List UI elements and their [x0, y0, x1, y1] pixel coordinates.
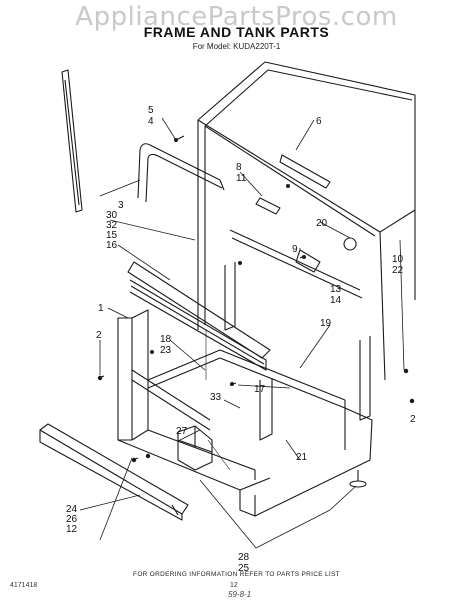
callout-16: 16: [106, 240, 118, 251]
screw-heads: [97, 138, 415, 463]
callout-20: 20: [316, 218, 328, 229]
callout-18: 18: [160, 334, 172, 345]
callout-26: 26: [66, 514, 78, 525]
callout-11: 11: [236, 173, 247, 184]
front-leg-frame: [117, 262, 373, 517]
side-trim-strip: [61, 69, 83, 213]
ordering-info-note: FOR ORDERING INFORMATION REFER TO PARTS …: [133, 571, 340, 578]
callout-2-right: 2: [410, 414, 416, 425]
leader-lines: [79, 117, 405, 549]
callout-27: 27: [176, 426, 188, 437]
callout-3: 3: [118, 200, 124, 211]
callout-1: 1: [98, 303, 104, 314]
callout-4: 4: [148, 116, 154, 127]
callout-32: 32: [106, 220, 118, 231]
callout-9: 9: [292, 244, 298, 255]
upper-handle: [137, 143, 225, 203]
page-title: FRAME AND TANK PARTS: [143, 24, 330, 40]
page-number: 12: [230, 582, 238, 589]
toe-panel: [39, 423, 189, 521]
callout-23: 23: [160, 345, 172, 356]
callout-28: 28: [238, 552, 250, 563]
callout-22: 22: [392, 265, 404, 276]
model-label: For Model: KUDA220T-1: [192, 42, 281, 51]
callout-8: 8: [236, 162, 242, 173]
callout-19: 19: [320, 318, 332, 329]
callout-13: 13: [330, 284, 342, 295]
handwritten-mark: 59-8-1: [228, 590, 252, 599]
callout-6: 6: [316, 116, 322, 127]
callout-17: 17: [254, 384, 266, 395]
callout-30: 30: [106, 210, 118, 221]
wiring-harness: [205, 330, 231, 471]
leveling-foot: [349, 470, 367, 488]
left-rail: [127, 261, 271, 371]
pump-assembly: [177, 425, 213, 471]
document-code: 4171418: [10, 582, 38, 589]
screws: [97, 135, 415, 461]
watermark: AppliancePartsPros.com: [75, 2, 398, 32]
callout-24: 24: [66, 504, 78, 515]
callout-14: 14: [330, 295, 342, 306]
callout-labels: 5 4 6 8 11 3 30 32 15 16 20 9 10 22 13 1…: [66, 105, 416, 574]
callout-10: 10: [392, 254, 404, 265]
callout-25: 25: [238, 563, 250, 574]
callout-21: 21: [296, 452, 308, 463]
callout-2: 2: [96, 330, 102, 341]
rear-bracket-assembly: [229, 154, 363, 299]
callout-15: 15: [106, 230, 118, 241]
callout-5: 5: [148, 105, 154, 116]
tank-outline: [197, 61, 416, 381]
callout-12-bottom: 12: [66, 524, 78, 535]
callout-33: 33: [210, 392, 222, 403]
